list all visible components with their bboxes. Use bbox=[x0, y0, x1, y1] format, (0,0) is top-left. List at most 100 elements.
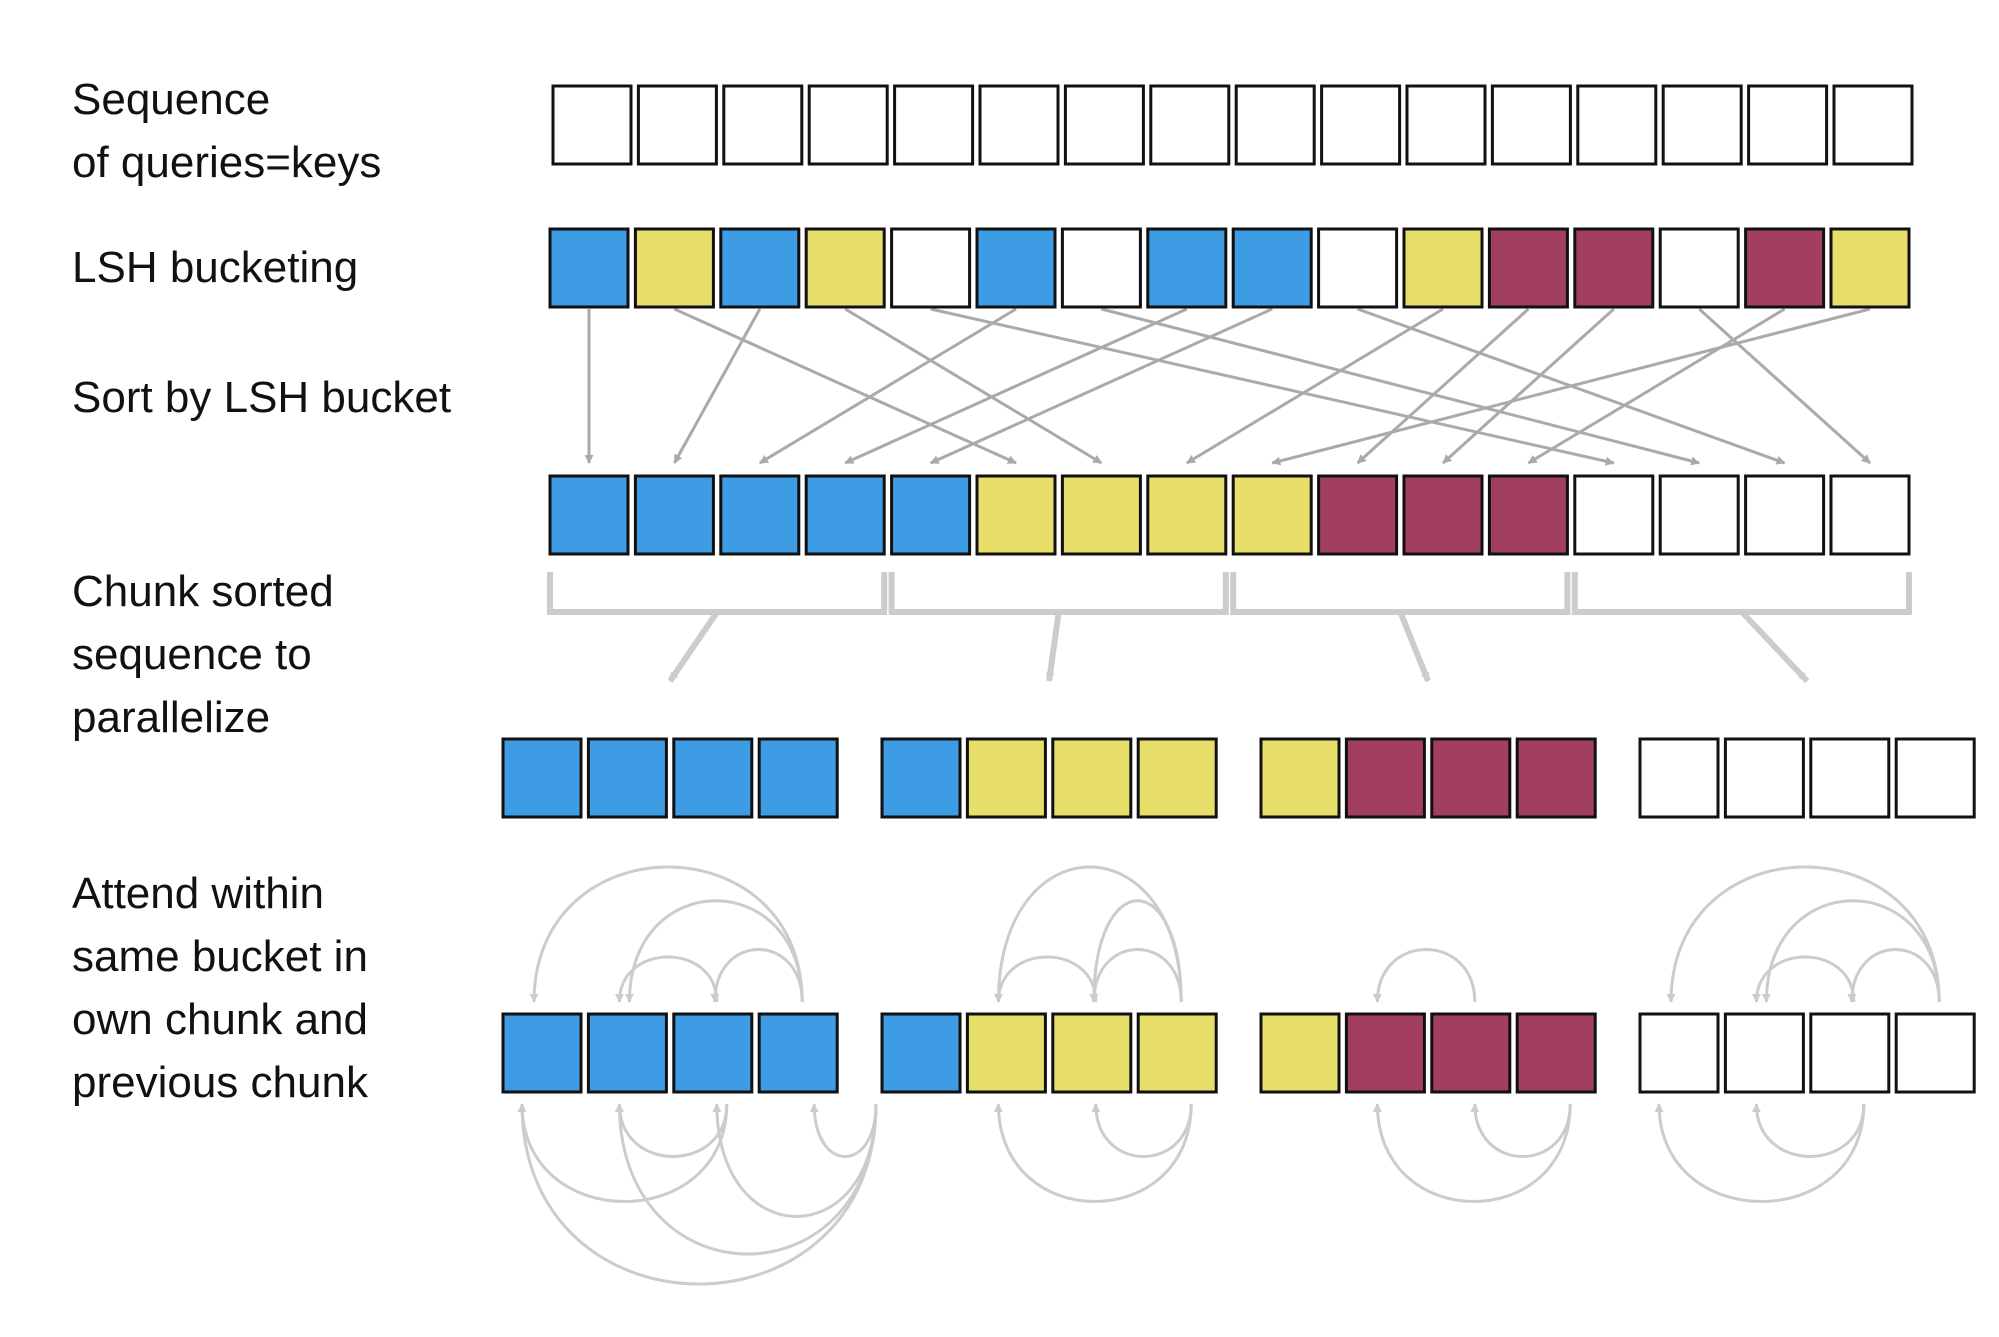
sequence-cell-1 bbox=[551, 84, 633, 166]
sorted-cell-13 bbox=[1573, 474, 1655, 556]
attend-chunk2-cell-2 bbox=[965, 1012, 1047, 1094]
chunk-brackets bbox=[547, 572, 1912, 684]
attend-chunk1-cell-4 bbox=[757, 1012, 839, 1094]
sorted-cell-15 bbox=[1744, 474, 1826, 556]
sequence-cell-6 bbox=[978, 84, 1060, 166]
chunk4-cell-4 bbox=[1894, 737, 1976, 819]
sort-arrow-3 bbox=[759, 307, 1017, 465]
sort-arrow-12 bbox=[1527, 307, 1786, 465]
bucketed-cell-12 bbox=[1487, 227, 1569, 309]
attention-arc-above-9 bbox=[1372, 948, 1477, 1003]
sequence-cell-8 bbox=[1149, 84, 1231, 166]
chunk4-cell-2 bbox=[1723, 737, 1805, 819]
sorted-cell-9 bbox=[1231, 474, 1313, 556]
attention-arc-below-9 bbox=[1372, 1103, 1572, 1203]
attend-chunk2-cell-4 bbox=[1136, 1012, 1218, 1094]
chunk3-cell-3 bbox=[1430, 737, 1512, 819]
chunk3-cell-2 bbox=[1344, 737, 1426, 819]
bucketed-cell-9 bbox=[1231, 227, 1313, 309]
sequence-cell-5 bbox=[893, 84, 975, 166]
attention-arc-above-11 bbox=[1761, 899, 1941, 1003]
attend-chunk1-cell-3 bbox=[672, 1012, 754, 1094]
chunk-arrow-4 bbox=[1739, 609, 1810, 684]
chunk4-cell-3 bbox=[1809, 737, 1891, 819]
chunk1-cell-2 bbox=[586, 737, 668, 819]
bucketed-cell-10 bbox=[1317, 227, 1399, 309]
bucketed-cell-7 bbox=[1060, 227, 1142, 309]
attention-arc-above-6 bbox=[1089, 899, 1183, 1003]
token-cells bbox=[501, 84, 1976, 1094]
sorted-cell-5 bbox=[890, 474, 972, 556]
bucketed-cell-13 bbox=[1573, 227, 1655, 309]
sorted-cell-7 bbox=[1060, 474, 1142, 556]
attend-chunk3-cell-4 bbox=[1515, 1012, 1597, 1094]
chunk-bracket-2 bbox=[888, 572, 1229, 615]
chunk-bracket-1 bbox=[547, 572, 888, 615]
chunk-arrow-2 bbox=[1045, 611, 1062, 682]
bucketed-cell-3 bbox=[719, 227, 801, 309]
attention-arc-below-12 bbox=[1751, 1103, 1866, 1158]
sort-arrow-2 bbox=[673, 308, 762, 464]
sorted-cell-2 bbox=[633, 474, 715, 556]
bucketed-cell-5 bbox=[890, 227, 972, 309]
bucketed-cell-1 bbox=[548, 227, 630, 309]
bucketed-cell-15 bbox=[1744, 227, 1826, 309]
sort-arrow-13 bbox=[930, 307, 1615, 466]
sequence-cell-11 bbox=[1405, 84, 1487, 166]
bucketed-cell-16 bbox=[1829, 227, 1911, 309]
attention-arc-below-5 bbox=[712, 1103, 878, 1218]
sort-arrow-7 bbox=[844, 307, 1103, 465]
sort-arrow-11 bbox=[1441, 307, 1615, 465]
label-sort-by-bucket: Sort by LSH bucket bbox=[72, 373, 452, 422]
label-chunk-sorted: Chunk sorted sequence to parallelize bbox=[72, 567, 334, 742]
attention-arc-above-12 bbox=[1751, 955, 1856, 1003]
attention-arc-below-8 bbox=[1091, 1103, 1193, 1158]
attention-arc-below-2 bbox=[614, 1103, 729, 1158]
attend-chunk4-cell-4 bbox=[1894, 1012, 1976, 1094]
attend-chunk1-cell-2 bbox=[586, 1012, 668, 1094]
attention-arcs bbox=[517, 865, 1941, 1286]
sort-arrow-8 bbox=[1186, 307, 1444, 465]
chunk1-cell-3 bbox=[672, 737, 754, 819]
attention-arc-above-13 bbox=[1847, 948, 1941, 1003]
chunk2-cell-4 bbox=[1136, 737, 1218, 819]
chunk3-cell-1 bbox=[1259, 737, 1341, 819]
sorted-cell-8 bbox=[1146, 474, 1228, 556]
attention-arc-below-6 bbox=[809, 1103, 878, 1158]
bucketed-cell-8 bbox=[1146, 227, 1228, 309]
sequence-cell-16 bbox=[1832, 84, 1914, 166]
chunk2-cell-2 bbox=[965, 737, 1047, 819]
sequence-cell-10 bbox=[1320, 84, 1402, 166]
sort-arrow-14 bbox=[1101, 307, 1701, 466]
attention-arc-above-10 bbox=[1666, 865, 1941, 1003]
sort-arrows bbox=[584, 307, 1872, 466]
sorted-cell-12 bbox=[1487, 474, 1569, 556]
chunk1-cell-1 bbox=[501, 737, 583, 819]
sort-arrow-16 bbox=[1698, 307, 1872, 465]
attention-arc-above-2 bbox=[624, 899, 804, 1003]
label-attend-within: Attend within same bucket in own chunk a… bbox=[72, 869, 368, 1107]
attend-chunk4-cell-3 bbox=[1809, 1012, 1891, 1094]
chunk-arrow-3 bbox=[1397, 610, 1431, 683]
sorted-cell-11 bbox=[1402, 474, 1484, 556]
sorted-cell-4 bbox=[804, 474, 886, 556]
sorted-cell-10 bbox=[1317, 474, 1399, 556]
sequence-cell-2 bbox=[636, 84, 718, 166]
sequence-cell-9 bbox=[1234, 84, 1316, 166]
chunk2-cell-1 bbox=[880, 737, 962, 819]
chunk4-cell-1 bbox=[1638, 737, 1720, 819]
attention-arc-below-1 bbox=[517, 1103, 729, 1203]
chunk3-cell-4 bbox=[1515, 737, 1597, 819]
attention-arc-above-3 bbox=[614, 955, 719, 1003]
bucketed-cell-11 bbox=[1402, 227, 1484, 309]
sorted-cell-1 bbox=[548, 474, 630, 556]
sorted-cell-16 bbox=[1829, 474, 1911, 556]
chunk-arrow-1 bbox=[667, 610, 720, 683]
sorted-cell-3 bbox=[719, 474, 801, 556]
chunk1-cell-4 bbox=[757, 737, 839, 819]
attend-chunk4-cell-2 bbox=[1723, 1012, 1805, 1094]
attention-arc-above-8 bbox=[1089, 948, 1183, 1003]
sorted-cell-6 bbox=[975, 474, 1057, 556]
attention-arc-above-1 bbox=[529, 865, 804, 1003]
